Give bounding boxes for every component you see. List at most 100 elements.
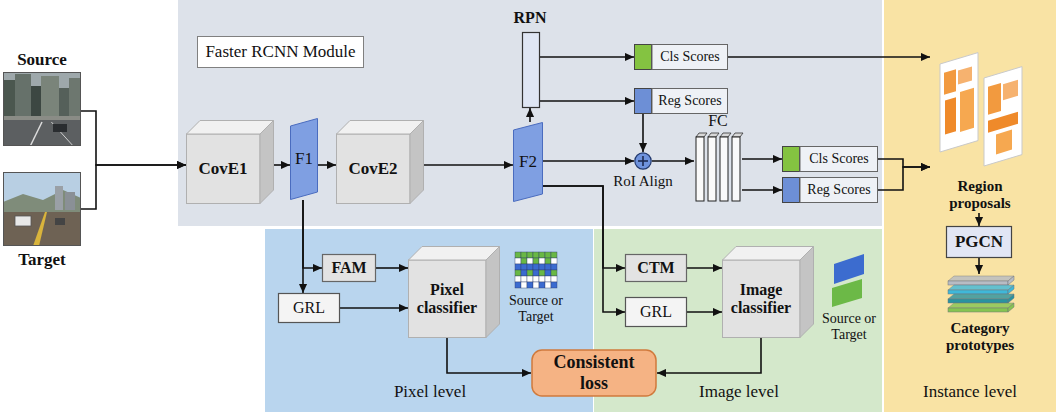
shape-part: [65, 192, 75, 210]
shape-part: [696, 133, 707, 137]
text-area: Reg Scores: [800, 177, 878, 203]
shape-part: [948, 303, 1014, 308]
connector-arrow: [303, 200, 322, 268]
text-area: Source: [2, 48, 82, 72]
shape-part: [1008, 303, 1014, 312]
shape-part: [948, 308, 1008, 312]
shape-part: [948, 294, 1014, 299]
node-label: Source or Target: [817, 311, 881, 343]
panel-fill: [178, 0, 882, 226]
connector-arrow: [302, 200, 304, 293]
shape-part: [337, 134, 411, 204]
shape-part: [1008, 294, 1014, 303]
shape-part: [984, 67, 1022, 166]
shape-part: [1003, 80, 1018, 101]
node-label: Instance level: [923, 382, 1017, 402]
text-area: PGCN: [946, 226, 1012, 258]
shape-part: [521, 270, 527, 276]
shape-part: [187, 134, 261, 204]
roi-align-op: RoI Align: [608, 152, 678, 194]
shape-part: [41, 76, 59, 118]
text-area: F1: [290, 126, 318, 192]
text-area: GRL: [278, 293, 340, 323]
feature-map: F2: [513, 122, 543, 202]
connector-arrow: [878, 159, 930, 167]
shape-part: [732, 133, 743, 137]
node-label: Reg Scores: [658, 93, 721, 109]
bars-shape: [830, 252, 868, 308]
protos-shape: [944, 274, 1016, 316]
connector-arrow: [652, 160, 694, 162]
shape-part: [551, 270, 557, 276]
shape-part: [723, 247, 814, 261]
connector-arrow: [642, 114, 644, 152]
shape-part: [409, 260, 487, 338]
shape-part: [551, 282, 557, 288]
shape-part: [1008, 285, 1014, 294]
shape-part: [15, 216, 31, 226]
module-box: FAM: [322, 254, 376, 282]
text-area: Consistent loss: [531, 349, 657, 397]
shape-part: [337, 121, 424, 135]
shape-part: [4, 73, 81, 146]
shape-part: [635, 45, 652, 70]
shape-part: [948, 281, 1008, 285]
shape-part: [3, 190, 81, 212]
text-area: Target: [2, 248, 82, 272]
shape-part: [31, 86, 41, 118]
shape-part: [69, 78, 81, 118]
domain-output: Source or Target: [817, 250, 881, 350]
shape-part: [532, 350, 656, 396]
shape-part: [832, 279, 862, 307]
panel-fill: [884, 0, 1056, 412]
shape-part: [1008, 276, 1014, 285]
shape-part: [3, 116, 81, 146]
text-area: CovE2: [336, 134, 410, 204]
shape-part: [3, 212, 81, 246]
shape-part: [514, 123, 543, 202]
shape-part: [515, 282, 521, 288]
shape-part: [948, 299, 1008, 303]
connector-arrow: [978, 258, 980, 274]
shape-part: [539, 258, 545, 264]
shape-part: [187, 121, 274, 135]
connector-arrow: [728, 56, 930, 58]
shape-part: [947, 227, 1012, 258]
connector-arrow: [376, 267, 408, 269]
text-area: FC: [694, 110, 742, 133]
photo-shape: [3, 72, 81, 146]
shape-part: [626, 298, 687, 327]
shape-part: [409, 247, 500, 261]
connector-arrow: [318, 164, 336, 166]
text-area: Image classifier: [722, 260, 800, 338]
shape-part: [515, 276, 521, 282]
shape-part: [539, 270, 545, 276]
text-area: Source or Target: [500, 293, 572, 325]
shape-part: [945, 97, 956, 134]
node-label: Cls Scores: [660, 49, 720, 65]
text-area: Cls Scores: [652, 44, 728, 70]
shape-part: [30, 122, 42, 146]
text-area: GRL: [625, 297, 687, 327]
shape-part: [958, 66, 972, 84]
shape-part: [527, 264, 533, 270]
prototype-stack: Category prototypes: [930, 274, 1030, 364]
shape-part: [948, 276, 1014, 281]
node-label: Image level: [699, 382, 779, 402]
shape-part: [533, 270, 539, 276]
node-label: Source: [17, 50, 67, 70]
text-area: Cls Scores: [800, 146, 878, 172]
node-label: FC: [708, 112, 728, 130]
connector-arrow: [540, 56, 634, 58]
node-label: Consistent loss: [539, 352, 649, 393]
encoder-cube: CovE2: [336, 120, 424, 204]
shape-part: [15, 74, 31, 118]
fc-shape: [694, 132, 742, 202]
photo-shape: [3, 172, 81, 246]
connector-arrow: [878, 167, 930, 190]
connector-arrow: [81, 111, 186, 165]
connector-arrow: [687, 311, 722, 313]
shape-part: [551, 252, 557, 258]
